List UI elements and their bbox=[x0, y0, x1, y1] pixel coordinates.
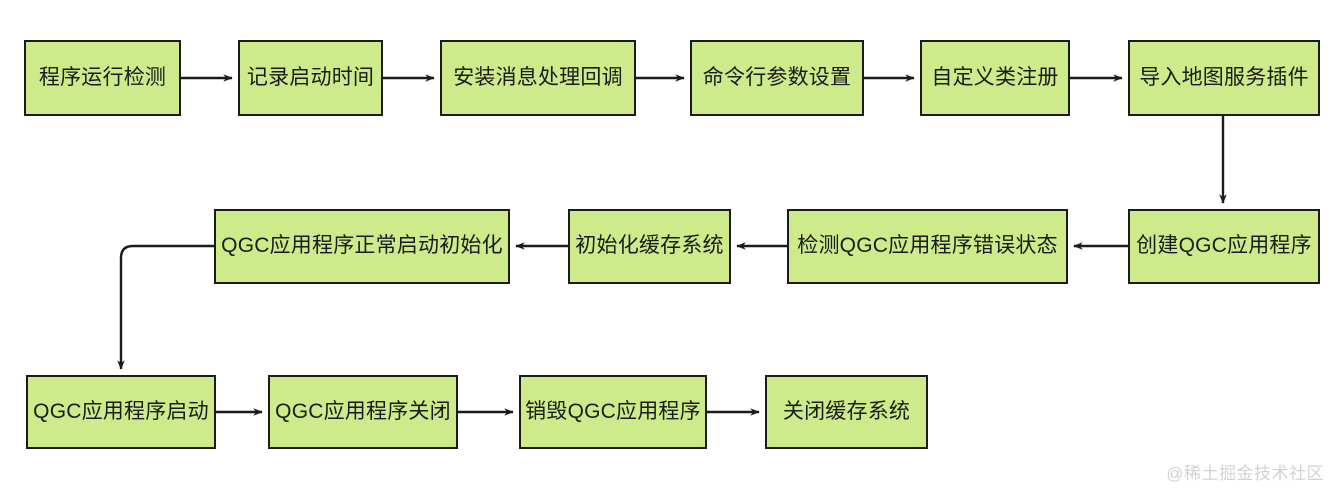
node-close-cache-system[interactable]: 关闭缓存系统 bbox=[765, 375, 928, 449]
node-create-qgc-application[interactable]: 创建QGC应用程序 bbox=[1128, 209, 1320, 284]
node-custom-class-register[interactable]: 自定义类注册 bbox=[920, 40, 1070, 116]
node-label: QGC应用程序正常启动初始化 bbox=[221, 234, 503, 258]
node-import-map-service-plugin[interactable]: 导入地图服务插件 bbox=[1128, 40, 1320, 116]
node-label: QGC应用程序启动 bbox=[33, 399, 209, 423]
edge-n10-n11 bbox=[117, 244, 214, 370]
node-destroy-qgc-application[interactable]: 销毁QGC应用程序 bbox=[519, 375, 707, 449]
node-label: 检测QGC应用程序错误状态 bbox=[797, 234, 1058, 258]
node-qgc-normal-startup-init[interactable]: QGC应用程序正常启动初始化 bbox=[214, 209, 510, 284]
node-label: 自定义类注册 bbox=[931, 65, 1059, 89]
node-install-message-handler[interactable]: 安装消息处理回调 bbox=[440, 40, 636, 116]
node-check-qgc-error-state[interactable]: 检测QGC应用程序错误状态 bbox=[787, 209, 1068, 284]
node-label: 记录启动时间 bbox=[246, 65, 375, 89]
node-commandline-args-setup[interactable]: 命令行参数设置 bbox=[690, 40, 864, 116]
node-label: 关闭缓存系统 bbox=[782, 399, 911, 423]
node-label: 程序运行检测 bbox=[38, 65, 167, 89]
node-label: 创建QGC应用程序 bbox=[1136, 234, 1312, 258]
node-label: 初始化缓存系统 bbox=[575, 234, 724, 258]
node-qgc-application-close[interactable]: QGC应用程序关闭 bbox=[268, 375, 458, 449]
node-label: 安装消息处理回调 bbox=[453, 65, 623, 89]
node-init-cache-system[interactable]: 初始化缓存系统 bbox=[568, 209, 731, 284]
watermark: @稀土掘金技术社区 bbox=[1166, 464, 1324, 483]
node-label: 销毁QGC应用程序 bbox=[525, 399, 701, 423]
node-qgc-application-start[interactable]: QGC应用程序启动 bbox=[26, 375, 216, 449]
node-record-start-time[interactable]: 记录启动时间 bbox=[238, 40, 383, 116]
node-label: 导入地图服务插件 bbox=[1139, 65, 1309, 89]
node-label: 命令行参数设置 bbox=[702, 65, 852, 89]
node-program-run-check[interactable]: 程序运行检测 bbox=[24, 40, 181, 116]
node-label: QGC应用程序关闭 bbox=[275, 399, 451, 423]
